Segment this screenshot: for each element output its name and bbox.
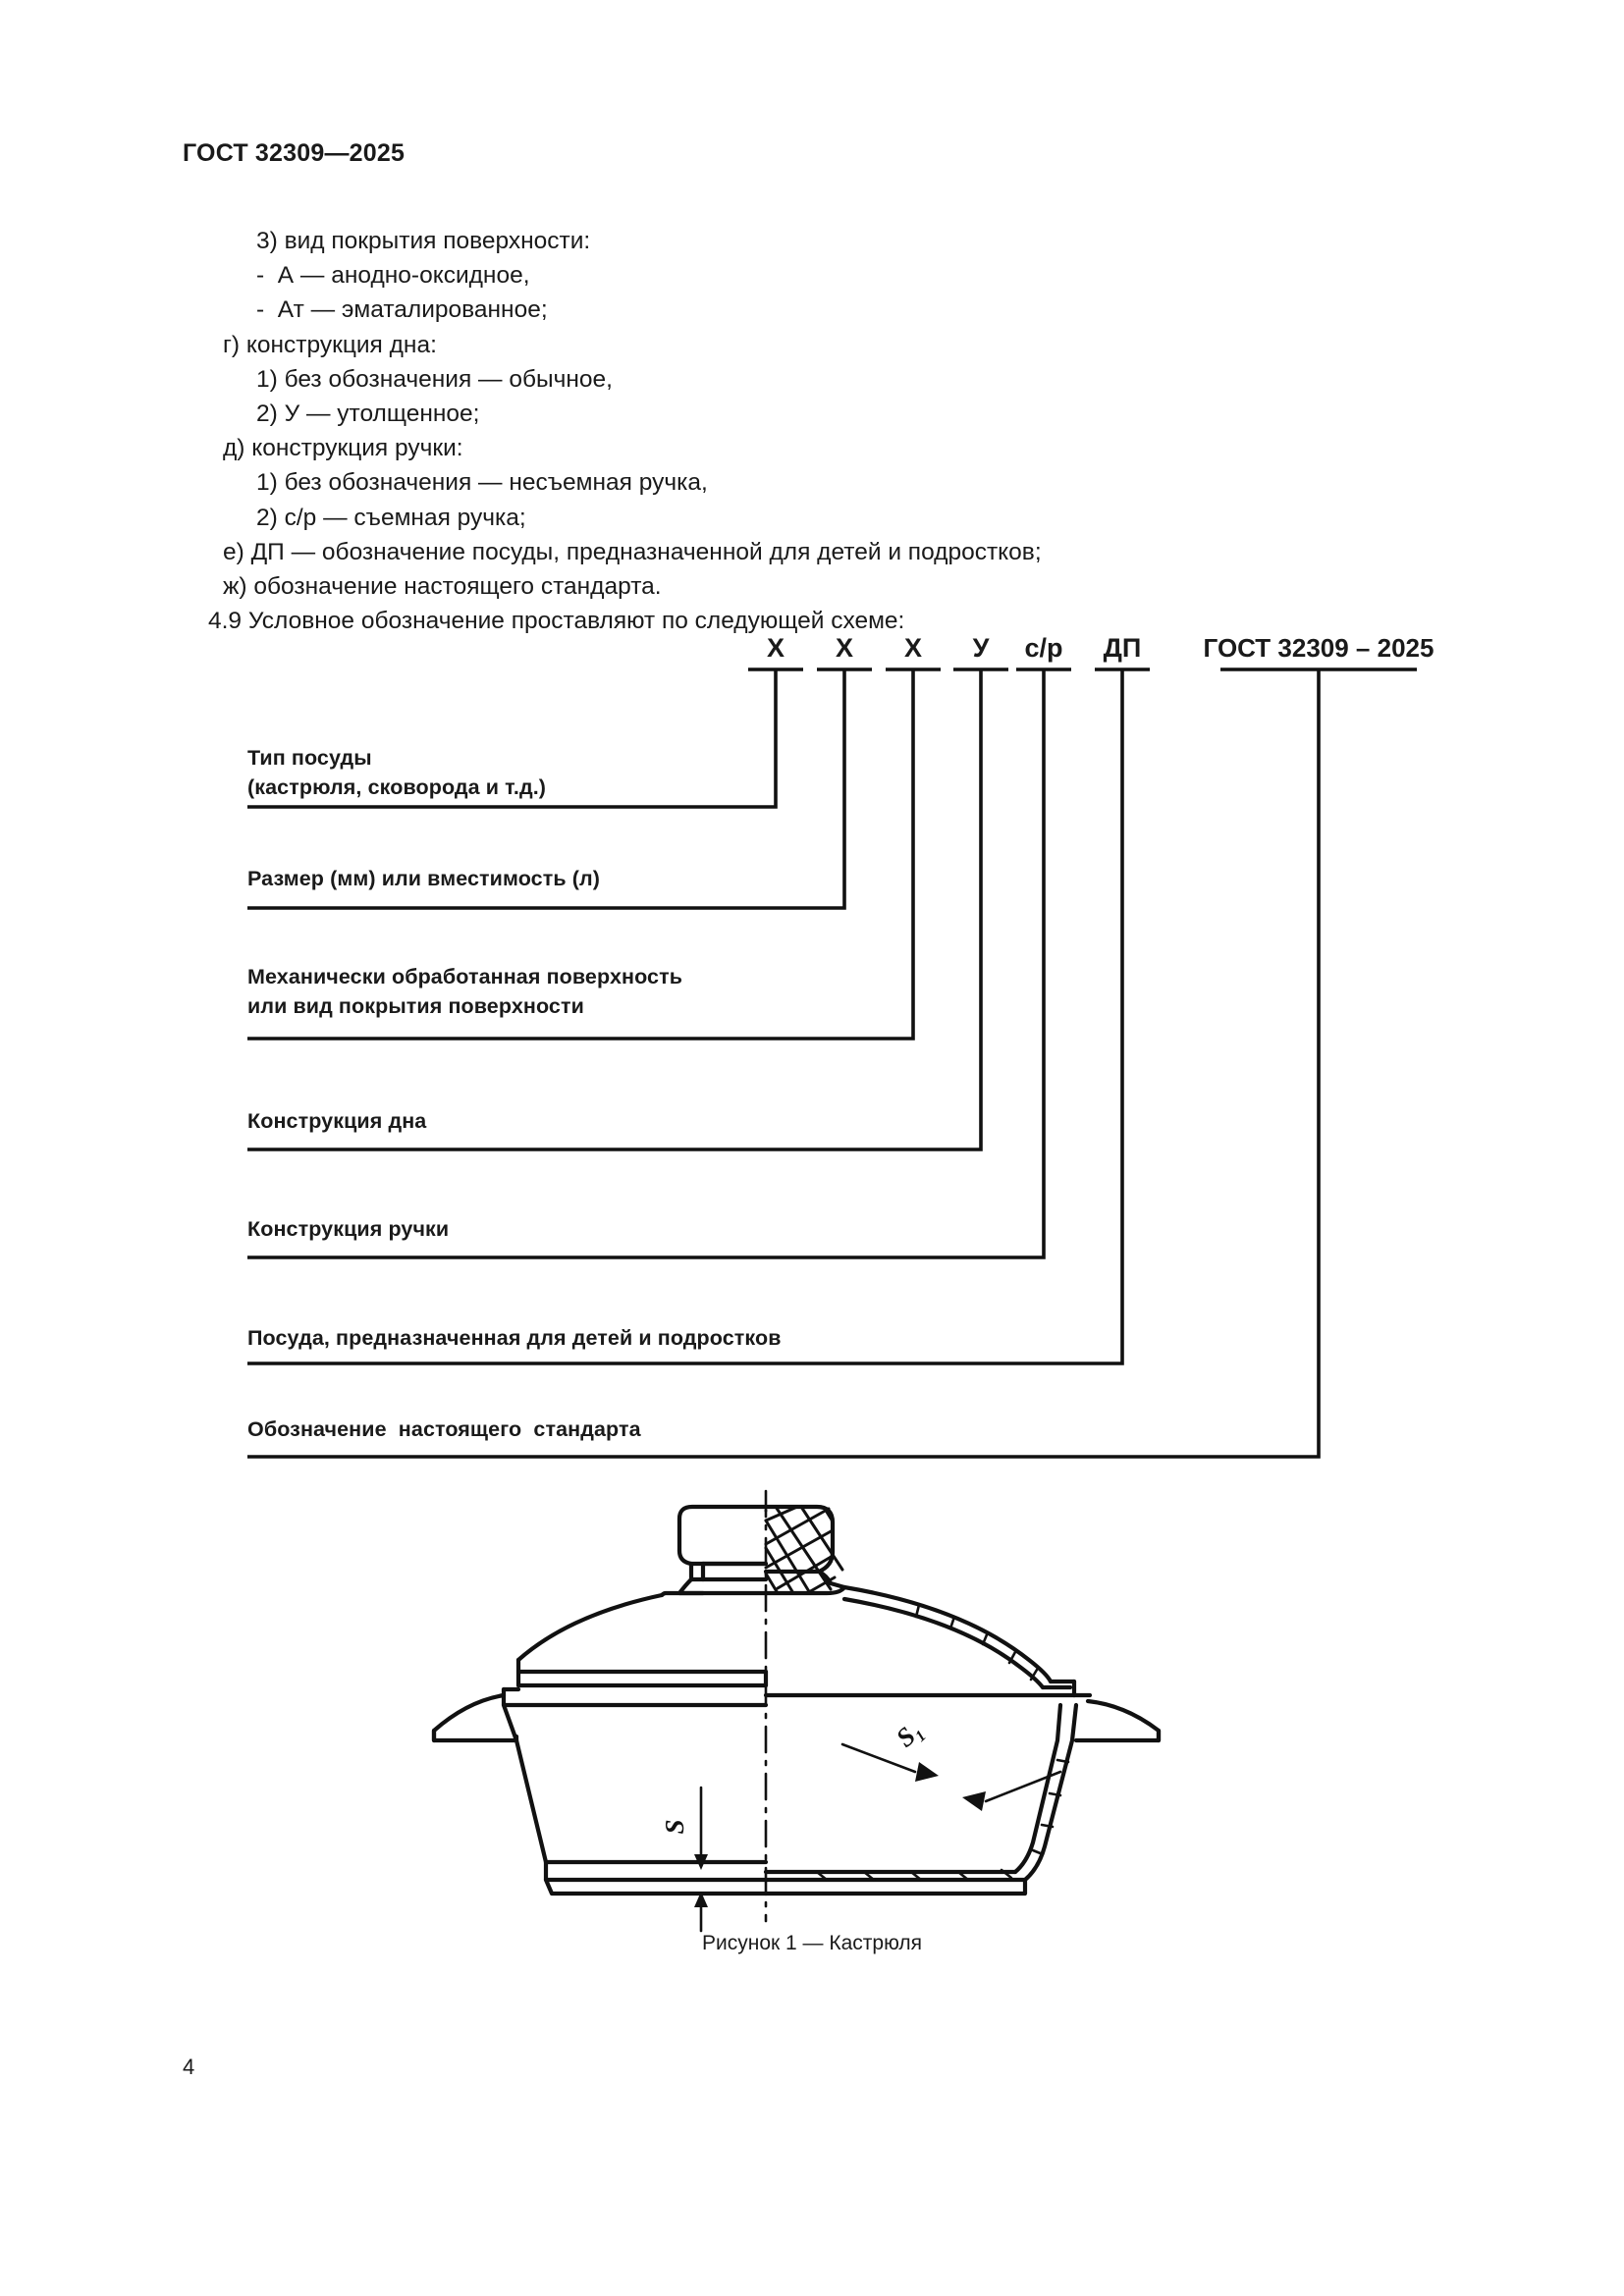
scheme-label: Обозначение настоящего стандарта [247, 1415, 641, 1444]
body-text-line: е) ДП — обозначение посуды, предназначен… [223, 538, 1042, 565]
figure-caption: Рисунок 1 — Кастрюля [701, 1932, 922, 1954]
scheme-label-line: Конструкция дна [247, 1109, 427, 1133]
body-text-line: - Ат — эматалированное; [256, 296, 548, 324]
body-text-line: д) конструкция ручки: [223, 435, 463, 462]
scheme-label: Механически обработанная поверхность или … [247, 962, 682, 1021]
scheme-label-line: Конструкция ручки [247, 1217, 450, 1241]
scheme-symbol: Х [766, 633, 785, 663]
scheme-symbol: Х [835, 633, 854, 663]
body-text-line: 1) без обозначения — несъемная ручка, [256, 469, 708, 497]
page-title: ГОСТ 32309—2025 [183, 139, 406, 167]
scheme-label-line: Механически обработанная поверхность [247, 965, 683, 988]
scheme-label: Конструкция дна [247, 1106, 426, 1136]
scheme-symbol: ГОСТ 32309 – 2025 [1203, 633, 1435, 663]
scheme-label: Конструкция ручки [247, 1214, 449, 1244]
body-text-line: - А — анодно-оксидное, [256, 262, 530, 290]
scheme-label-line: Обозначение настоящего стандарта [247, 1417, 641, 1441]
scheme-label: Посуда, предназначенная для детей и подр… [247, 1323, 782, 1353]
scheme-symbol: ДП [1103, 633, 1142, 663]
scheme-label: Размер (мм) или вместимость (л) [247, 864, 600, 893]
body-text-line: 4.9 Условное обозначение проставляют по … [208, 608, 905, 635]
body-text-line: 1) без обозначения — обычное, [256, 365, 613, 393]
page-number: 4 [183, 2055, 195, 2079]
body-text-line: 3) вид покрытия поверхности: [256, 228, 591, 254]
scheme-symbol: У [972, 633, 990, 663]
body-text-block: 3) вид покрытия поверхности: - А — анодно… [183, 224, 1459, 638]
scheme-label-line: или вид покрытия поверхности [247, 994, 584, 1018]
scheme-label: Тип посуды (кастрюля, сковорода и т.д.) [247, 743, 546, 802]
pot-technical-drawing: S S₁ [431, 1489, 1162, 1933]
scheme-label-line: Размер (мм) или вместимость (л) [247, 867, 601, 890]
scheme-label-line: Тип посуды [247, 746, 372, 770]
body-text-line: ж) обозначение настоящего стандарта. [223, 573, 662, 601]
body-text-line: 2) с/р — съемная ручка; [256, 504, 526, 531]
scheme-symbol: с/р [1024, 633, 1063, 663]
scheme-label-line: (кастрюля, сковорода и т.д.) [247, 775, 547, 799]
scheme-symbol: Х [903, 633, 923, 663]
body-text-line: 2) У — утолщенное; [256, 400, 480, 428]
dimension-label-wall-thickness: S₁ [891, 1715, 928, 1753]
body-text-line: г) конструкция дна: [223, 331, 437, 358]
scheme-label-line: Посуда, предназначенная для детей и подр… [247, 1326, 782, 1350]
dimension-label-bottom-thickness: S [660, 1819, 689, 1834]
